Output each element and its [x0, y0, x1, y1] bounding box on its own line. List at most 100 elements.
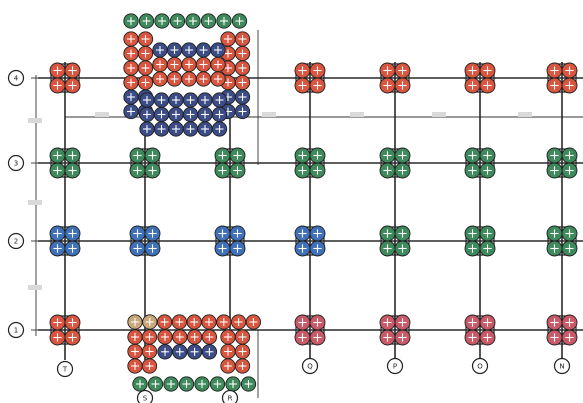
column-bubble-O: O	[471, 357, 489, 375]
column-row-3-col-3-tie	[215, 148, 245, 178]
core-bottom-top-row-bar-0-7	[230, 314, 247, 330]
core-top-lower-bar-1-5	[211, 106, 228, 123]
column-row-2-col-2-bar-2	[144, 225, 161, 242]
column-row-2-col-7-bar-4	[561, 240, 578, 257]
row-bubble-1-label: 1	[14, 327, 18, 335]
core-top-lower-bar-0-2	[168, 92, 184, 108]
column-row-1-col-5-bar-1	[379, 314, 396, 331]
core-bottom-left-wall-bar-0-1	[141, 329, 158, 345]
core-top-lower-bar-1-3	[182, 106, 199, 123]
core-top-left-wall-bar-1-1	[137, 45, 154, 62]
column-row-4-col-1-bar-4	[64, 77, 81, 94]
row-bubble-3-label: 3	[14, 160, 18, 168]
column-row-1-col-6-bar-4	[479, 329, 496, 346]
column-row-4-col-1-bar-3	[49, 77, 66, 94]
column-row-4-col-4	[294, 62, 326, 94]
core-bottom-inner-bar-0-3	[201, 329, 218, 345]
column-row-3-col-3-bar-4	[229, 162, 246, 179]
column-row-3-col-7-tie	[547, 148, 577, 178]
core-top-lower-bar-2-1	[153, 121, 170, 137]
core-bottom-right-wall-bar-2-0	[220, 358, 236, 374]
core-top-lower-bar-2-2	[168, 121, 184, 137]
core-top-lower-bar-2-3	[182, 121, 199, 137]
core-bottom-left-wall-bar-1-1	[141, 343, 158, 360]
column-bubble-T-label: T	[62, 366, 68, 374]
core-top-lower-bar-1-1	[153, 106, 170, 123]
core-top-lower-bar-2-5	[211, 121, 228, 137]
column-row-1-col-6-bar-3	[464, 329, 481, 346]
column-row-2-col-6-bar-1	[464, 225, 481, 242]
core-bottom-inner	[157, 329, 218, 360]
core-top-right-wall-bar-5-1	[234, 103, 251, 120]
column-row-2-col-5-bar-3	[379, 240, 396, 257]
core-top-inner-bar-0-4	[210, 42, 226, 58]
dim-tag-6	[28, 118, 42, 123]
column-row-4-col-7-tie	[547, 63, 577, 93]
core-bottom-right-wall-bar-0-1	[234, 329, 251, 345]
column-row-4-col-4-bar-4	[309, 77, 326, 94]
dim-tag-1	[95, 112, 109, 117]
column-row-2-col-3-bar-1	[214, 225, 231, 242]
core-top-lower-bar-1-0	[139, 106, 155, 123]
column-row-4-col-7	[546, 62, 578, 94]
column-row-3-col-6	[464, 147, 496, 179]
core-top-right-wall-bar-3-1	[234, 74, 251, 91]
core-top-right-wall	[220, 31, 251, 120]
column-row-3-col-6-bar-3	[464, 162, 481, 179]
core-bottom-right-wall-bar-2-1	[234, 358, 251, 374]
core-bottom-top-row-bar-0-2	[156, 314, 173, 330]
core-top-green-row-bar-0-1	[138, 13, 155, 29]
core-bottom-green-row-bar-0-5	[209, 376, 226, 392]
core-bottom-top-row-bar-0-3	[171, 314, 188, 330]
core-top-inner-bar-1-3	[195, 56, 212, 73]
column-bubble-T-circle	[56, 360, 74, 378]
rebar-groups	[49, 13, 578, 392]
column-row-2-col-1-bar-1	[49, 225, 66, 242]
column-bubble-N-label: N	[559, 363, 564, 371]
core-top-right-wall-bar-2-1	[234, 60, 251, 76]
column-row-4-col-1-bar-2	[64, 62, 81, 79]
column-bubble-Q-circle	[301, 357, 319, 375]
core-top-lower-bar-0-3	[182, 92, 199, 108]
column-row-3-col-6-bar-4	[479, 162, 496, 179]
column-row-3-col-5-bar-1	[379, 147, 396, 164]
column-row-3-col-6-bar-2	[479, 147, 496, 164]
row-bubble-3: 3	[7, 154, 25, 172]
column-row-1-col-7-bar-3	[546, 329, 563, 346]
column-row-1-col-4-bar-2	[309, 314, 326, 331]
column-row-4-col-6-bar-4	[479, 77, 496, 94]
core-bottom-left-wall	[127, 329, 158, 374]
column-row-4-col-6-bar-1	[464, 62, 481, 79]
core-top-right-wall-bar-0-0	[220, 31, 236, 47]
core-bottom-left-wall-bar-2-0	[127, 358, 143, 374]
column-row-4-col-7-bar-2	[561, 62, 578, 79]
column-row-3-col-2-bar-2	[144, 147, 161, 164]
core-bottom-top-row-bar-0-5	[201, 314, 217, 330]
core-top-inner-bar-1-1	[166, 56, 183, 73]
core-top-green-row-bar-0-2	[154, 13, 170, 29]
column-row-3-col-4-tie	[295, 148, 325, 178]
column-row-4-col-5-bar-2	[394, 62, 411, 79]
column-row-4-col-6-tie	[465, 63, 495, 93]
core-top-inner-bar-2-2	[181, 71, 197, 87]
column-row-2-col-4-bar-3	[294, 240, 311, 257]
column-row-3-col-4-bar-3	[294, 162, 311, 179]
core-bottom-inner-bar-0-0	[157, 329, 173, 345]
row-bubble-1-circle	[7, 321, 25, 339]
core-bottom-inner-bar-0-2	[186, 329, 203, 345]
row-bubble-2: 2	[7, 232, 25, 250]
column-row-1-col-1	[49, 314, 81, 346]
column-row-3-col-7-bar-4	[561, 162, 578, 179]
dim-tag-4	[432, 112, 446, 117]
dim-tag-5	[518, 112, 532, 117]
column-row-3-col-6-bar-1	[464, 147, 481, 164]
column-row-2-col-7	[546, 225, 578, 257]
column-row-4-col-6	[464, 62, 496, 94]
core-bottom-inner-bar-1-2	[186, 344, 203, 360]
column-row-3-col-5-bar-4	[394, 162, 411, 179]
column-row-1-col-4-tie	[295, 315, 325, 345]
column-row-3-col-7-bar-3	[546, 162, 563, 179]
core-bottom-left-wall-bar-1-0	[127, 343, 143, 360]
column-row-2-col-2-bar-3	[129, 240, 146, 257]
